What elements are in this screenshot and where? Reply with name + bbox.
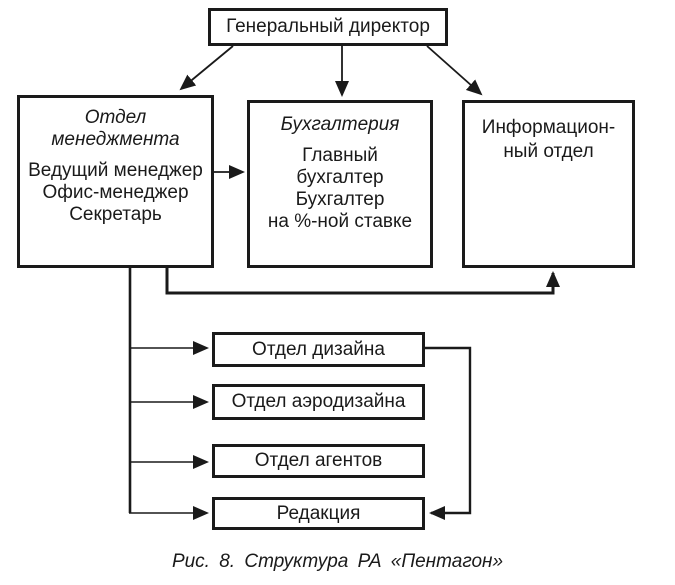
arrow-director-to-management xyxy=(179,45,234,91)
management-dept-box: Отдел менеджмента Ведущий менеджер Офис-… xyxy=(17,95,214,268)
agents-dept-box: Отдел агентов xyxy=(212,444,425,478)
management-dept-title: Отдел менеджмента xyxy=(20,107,211,151)
management-title-line: менеджмента xyxy=(51,129,180,150)
staff-line: на %-ной ставке xyxy=(267,211,413,232)
aerodesign-dept-label: Отдел аэродизайна xyxy=(231,391,406,412)
staff-line: Секретарь xyxy=(69,204,162,225)
editorial-dept-box: Редакция xyxy=(212,497,425,530)
staff-line: бухгалтер xyxy=(296,167,384,188)
accounting-staff-list: Главный бухгалтер Бухгалтер на %-ной ста… xyxy=(250,145,430,233)
staff-line: Офис-менеджер xyxy=(42,182,189,203)
staff-line: Главный xyxy=(302,145,378,166)
general-director-box: Генеральный директор xyxy=(208,8,448,46)
design-dept-box: Отдел дизайна xyxy=(212,332,425,367)
accounting-box: Бухгалтерия Главный бухгалтер Бухгалтер … xyxy=(247,100,433,268)
information-dept-box: Информацион- ный отдел xyxy=(462,100,635,268)
staff-line: Ведущий менеджер xyxy=(28,160,203,181)
figure-caption: Рис. 8. Структура РА «Пентагон» xyxy=(171,551,504,572)
information-label-line: ный отдел xyxy=(503,141,594,162)
management-staff-list: Ведущий менеджер Офис-менеджер Секретарь xyxy=(20,160,211,226)
arrow-design-to-editorial xyxy=(424,346,472,520)
design-dept-label: Отдел дизайна xyxy=(252,338,385,360)
arrow-director-to-information xyxy=(426,45,483,96)
management-title-line: Отдел xyxy=(84,107,147,128)
general-director-label: Генеральный директор xyxy=(226,16,430,37)
editorial-dept-label: Редакция xyxy=(276,502,361,524)
information-label-line: Информацион- xyxy=(481,117,616,138)
arrow-management-to-information xyxy=(165,267,560,295)
accounting-title: Бухгалтерия xyxy=(280,114,400,135)
staff-line: Бухгалтер xyxy=(295,189,385,210)
aerodesign-dept-box: Отдел аэродизайна xyxy=(212,384,425,420)
agents-dept-label: Отдел агентов xyxy=(254,450,383,471)
